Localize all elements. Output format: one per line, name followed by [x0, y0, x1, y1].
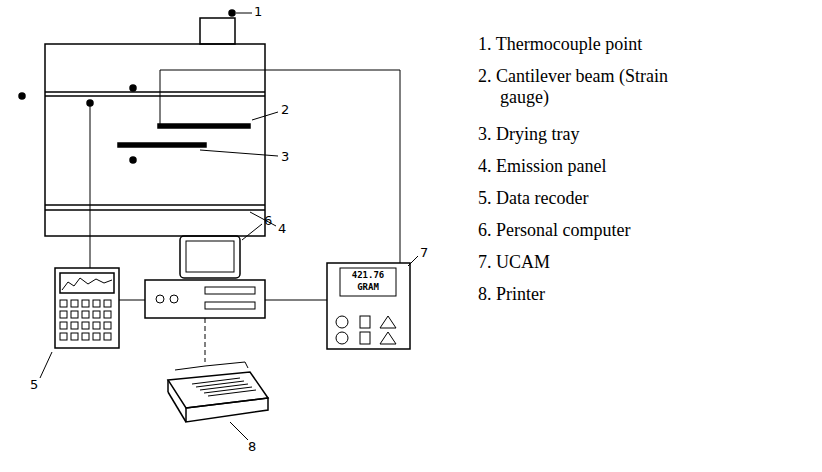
- thermocouple-dot: [87, 100, 93, 106]
- recorder-key: [60, 311, 67, 318]
- recorder-trace: [62, 278, 112, 290]
- recorder-key: [93, 322, 100, 329]
- recorder-key: [60, 322, 67, 329]
- recorder-key: [71, 311, 78, 318]
- cable: [119, 300, 145, 301]
- pc-button: [170, 295, 178, 303]
- leader-line: [236, 13, 252, 14]
- legend-item: 8. Printer: [478, 284, 545, 305]
- callout-number: 2: [281, 103, 289, 118]
- thermocouple-dot: [130, 85, 136, 91]
- printer-cable: [205, 318, 206, 362]
- cantilever-beam: [158, 124, 250, 128]
- printout-line: [192, 378, 240, 384]
- monitor: [180, 236, 240, 278]
- disk-drive: [205, 302, 255, 309]
- printout-line: [208, 390, 256, 396]
- thermocouple-dot: [229, 10, 235, 16]
- recorder-key: [82, 322, 89, 329]
- printer: [186, 398, 268, 422]
- shelf-line: [45, 91, 265, 93]
- recorder-key: [71, 322, 78, 329]
- recorder-key: [60, 333, 67, 340]
- recorder-key: [104, 333, 111, 340]
- leader-line: [408, 256, 418, 266]
- ucam-display: [340, 268, 396, 296]
- legend-item: 6. Personal computer: [478, 220, 630, 241]
- emission-panel: [45, 209, 265, 211]
- paper: [175, 362, 248, 370]
- drying-chamber: [45, 44, 265, 236]
- ucam-button: [336, 316, 348, 328]
- printer: [168, 372, 268, 408]
- drying-tray: [118, 143, 206, 147]
- legend-item: 4. Emission panel: [478, 156, 607, 177]
- callout-number: 6: [264, 214, 272, 229]
- leader-line: [40, 352, 52, 378]
- leader-line: [230, 422, 248, 440]
- recorder-display: [60, 273, 114, 293]
- recorder-key: [104, 300, 111, 307]
- thermocouple-dot: [19, 93, 25, 99]
- ucam-button: [336, 332, 348, 344]
- printout-line: [196, 381, 244, 387]
- pc-button: [156, 295, 164, 303]
- signal-wire: [160, 70, 400, 263]
- callout-number: 7: [420, 246, 428, 261]
- recorder-key: [71, 300, 78, 307]
- chimney: [200, 18, 235, 44]
- recorder-keys: [60, 300, 111, 340]
- legend-item: 1. Thermocouple point: [478, 34, 642, 55]
- callout-number: 8: [248, 440, 256, 455]
- thermocouple-dot: [130, 157, 136, 163]
- ucam-button: [380, 316, 396, 328]
- callout-number: 3: [281, 150, 289, 165]
- recorder-key: [71, 333, 78, 340]
- printer: [168, 392, 186, 422]
- monitor-screen: [186, 241, 234, 272]
- callout-number: 5: [30, 378, 38, 393]
- recorder-key: [93, 300, 100, 307]
- printout-line: [204, 387, 252, 393]
- printout-line: [200, 384, 248, 390]
- recorder-key: [82, 333, 89, 340]
- emission-panel: [45, 204, 265, 206]
- printout-lines: [192, 378, 256, 396]
- shelf-line: [45, 95, 265, 97]
- data-recorder: [55, 268, 119, 348]
- pc-base: [145, 280, 265, 318]
- display-reading: 421.76: [352, 270, 385, 280]
- recorder-key: [104, 322, 111, 329]
- recorder-key: [104, 311, 111, 318]
- recorder-key: [93, 311, 100, 318]
- recorder-key: [82, 300, 89, 307]
- legend-item: 7. UCAM: [478, 252, 550, 273]
- display-unit: GRAM: [357, 282, 379, 292]
- legend-item: 5. Data recoder: [478, 188, 588, 209]
- ucam-button: [360, 316, 370, 328]
- legend-item: 3. Drying tray: [478, 124, 579, 145]
- ucam-unit: [327, 263, 410, 349]
- leader-line: [200, 150, 278, 156]
- disk-drive: [205, 287, 255, 294]
- ucam-button: [380, 332, 396, 344]
- recorder-key: [82, 311, 89, 318]
- signal-wire: [90, 106, 91, 268]
- callout-number: 4: [278, 222, 286, 237]
- ucam-button: [360, 332, 370, 344]
- legend-item: 2. Cantilever beam (Strain gauge): [478, 66, 675, 107]
- recorder-key: [93, 333, 100, 340]
- cable: [265, 300, 327, 301]
- leader-line: [242, 224, 262, 240]
- printer: [167, 380, 169, 392]
- leader-line: [252, 112, 278, 120]
- recorder-key: [60, 300, 67, 307]
- callout-number: 1: [254, 5, 262, 20]
